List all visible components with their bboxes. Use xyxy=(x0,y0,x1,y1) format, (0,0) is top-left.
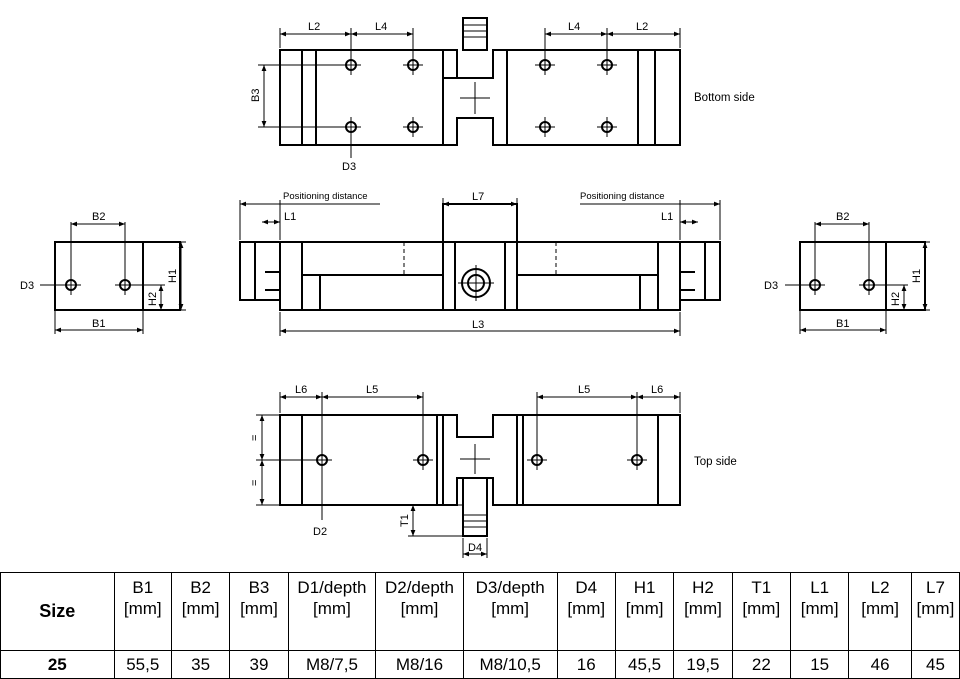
cell-l2: 46 xyxy=(848,650,912,679)
dim-l3: L3 xyxy=(472,319,484,331)
dim-d4: D4 xyxy=(468,542,482,554)
cell-d4: 16 xyxy=(556,650,616,679)
bottom-side-view: L2 L4 L4 L2 B3 D3 Bottom side xyxy=(250,17,755,173)
dim-h2-right: H2 xyxy=(890,292,902,306)
cell-b1: 55,5 xyxy=(113,650,172,679)
cell-d2: M8/16 xyxy=(375,650,464,679)
dim-eq-lower: = xyxy=(249,480,261,486)
label-bottom-side: Bottom side xyxy=(694,92,755,104)
dim-l4-right: L4 xyxy=(568,21,580,33)
right-end-view: D3 B2 B1 H1 H2 xyxy=(764,211,930,334)
top-side-view: L6 L5 L5 L6 = = D2 T1 D4 Top side xyxy=(249,384,737,558)
dim-l6-left: L6 xyxy=(295,384,307,396)
dim-t1: T1 xyxy=(399,514,411,527)
dim-l5-left: L5 xyxy=(366,384,378,396)
d2-holes-top xyxy=(312,450,647,470)
dim-h1-right: H1 xyxy=(911,269,923,283)
cell-b3: 39 xyxy=(229,650,289,679)
dim-b2-right: B2 xyxy=(836,211,849,223)
cell-t1: 22 xyxy=(731,650,792,679)
table-row: 25 55,5 35 39 M8/7,5 M8/16 M8/10,5 16 45… xyxy=(0,650,960,679)
technical-drawing: L2 L4 L4 L2 B3 D3 Bottom side xyxy=(20,17,930,558)
label-positioning-left: Positioning distance xyxy=(283,191,368,202)
dim-b2-left: B2 xyxy=(92,211,105,223)
dim-l6-right: L6 xyxy=(651,384,663,396)
header-d3: D3/depth[mm] xyxy=(462,572,558,651)
header-size: Size xyxy=(0,572,115,651)
dim-l7: L7 xyxy=(472,191,484,203)
label-positioning-right: Positioning distance xyxy=(580,191,665,202)
label-d2: D2 xyxy=(313,526,327,538)
header-d2: D2/depth[mm] xyxy=(375,572,464,651)
cell-h1: 45,5 xyxy=(614,650,675,679)
label-d3-right: D3 xyxy=(764,280,778,292)
header-b1: B1[mm] xyxy=(113,572,172,651)
header-l2: L2[mm] xyxy=(848,572,912,651)
header-h1: H1[mm] xyxy=(614,572,675,651)
d3-holes-bottom xyxy=(341,55,617,137)
cell-d1: M8/7,5 xyxy=(287,650,377,679)
header-t1: T1[mm] xyxy=(731,572,792,651)
table-header-row: Size B1[mm] B2[mm] B3[mm] D1/depth[mm] D… xyxy=(0,572,960,651)
dim-b1-right: B1 xyxy=(836,318,849,330)
cell-b2: 35 xyxy=(170,650,231,679)
label-top-side: Top side xyxy=(694,456,737,468)
header-h2: H2[mm] xyxy=(673,572,733,651)
header-l1: L1[mm] xyxy=(789,572,850,651)
dim-l2-right: L2 xyxy=(636,21,648,33)
header-d4: D4[mm] xyxy=(556,572,616,651)
cell-l1: 15 xyxy=(789,650,850,679)
label-d3-left: D3 xyxy=(20,280,34,292)
label-d3-bottom: D3 xyxy=(342,161,356,173)
dim-eq-upper: = xyxy=(249,435,261,441)
dim-l2-left: L2 xyxy=(308,21,320,33)
front-view: Positioning distance Positioning distanc… xyxy=(239,191,721,336)
dim-h2-left: H2 xyxy=(147,292,159,306)
cell-d3: M8/10,5 xyxy=(462,650,558,679)
dim-b1-left: B1 xyxy=(92,318,105,330)
dim-l5-right: L5 xyxy=(578,384,590,396)
dim-b3: B3 xyxy=(250,89,262,102)
dim-h1-left: H1 xyxy=(167,269,179,283)
cell-size: 25 xyxy=(0,650,115,679)
dim-l1-right: L1 xyxy=(661,211,673,223)
dim-l4-left: L4 xyxy=(375,21,387,33)
left-end-view: D3 B2 B1 H1 H2 xyxy=(20,211,186,334)
cell-h2: 19,5 xyxy=(673,650,733,679)
dim-l1-left: L1 xyxy=(284,211,296,223)
cell-l7: 45 xyxy=(910,650,960,679)
spec-table: Size B1[mm] B2[mm] B3[mm] D1/depth[mm] D… xyxy=(0,572,960,679)
header-d1: D1/depth[mm] xyxy=(287,572,377,651)
header-l7: L7[mm] xyxy=(910,572,960,651)
header-b2: B2[mm] xyxy=(170,572,231,651)
header-b3: B3[mm] xyxy=(229,572,289,651)
